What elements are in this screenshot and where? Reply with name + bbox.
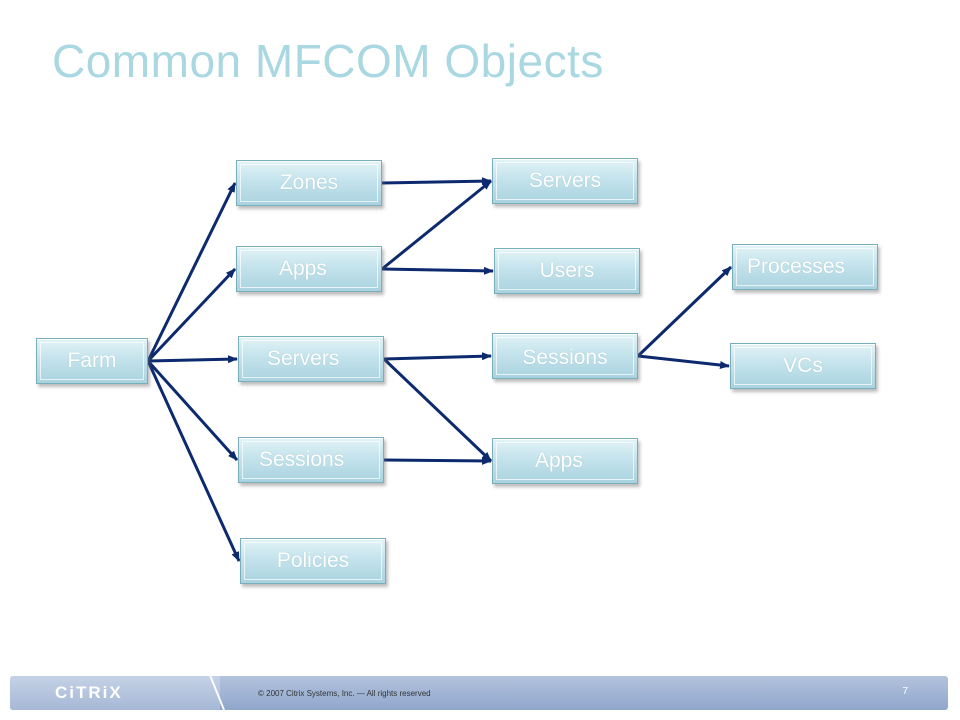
footer-bar: CiTRiX © 2007 Citrix Systems, Inc. — All…	[10, 674, 948, 716]
citrix-logo: CiTRiX	[55, 683, 123, 702]
edge-servers-to-sessions2	[383, 352, 492, 361]
node-apps-level2: Apps	[492, 438, 638, 484]
node-policies: Policies	[240, 538, 386, 584]
node-vcs: VCs	[730, 343, 876, 389]
edge-farm-to-policies	[146, 360, 241, 562]
node-sessions-level2: Sessions	[492, 333, 638, 379]
copyright-text: © 2007 Citrix Systems, Inc. — All rights…	[258, 689, 431, 698]
edge-farm-to-zones	[146, 182, 237, 362]
edge-farm-to-apps	[146, 267, 237, 363]
edge-sessions2-to-processes	[636, 265, 733, 358]
node-servers: Servers	[238, 336, 384, 382]
edge-farm-to-servers	[147, 355, 238, 364]
node-servers-level2: Servers	[492, 158, 638, 204]
edge-sessions2-to-vcs	[637, 354, 730, 369]
node-users-level2: Users	[494, 248, 640, 294]
edge-servers-to-apps2	[382, 357, 493, 463]
node-sessions: Sessions	[238, 437, 384, 483]
footer-logo-panel	[10, 676, 220, 710]
edge-farm-to-sessions	[146, 359, 239, 462]
page-number: 7	[902, 686, 908, 697]
slide-title: Common MFCOM Objects	[52, 35, 604, 87]
node-farm: Farm	[36, 338, 148, 384]
edge-zones-to-servers2	[381, 177, 492, 186]
edge-sessions-to-apps2	[383, 456, 492, 465]
edge-apps-to-users2	[381, 266, 494, 275]
node-apps: Apps	[236, 246, 382, 292]
node-processes: Processes	[732, 244, 878, 290]
edge-apps-to-servers2	[381, 179, 492, 271]
node-zones: Zones	[236, 160, 382, 206]
